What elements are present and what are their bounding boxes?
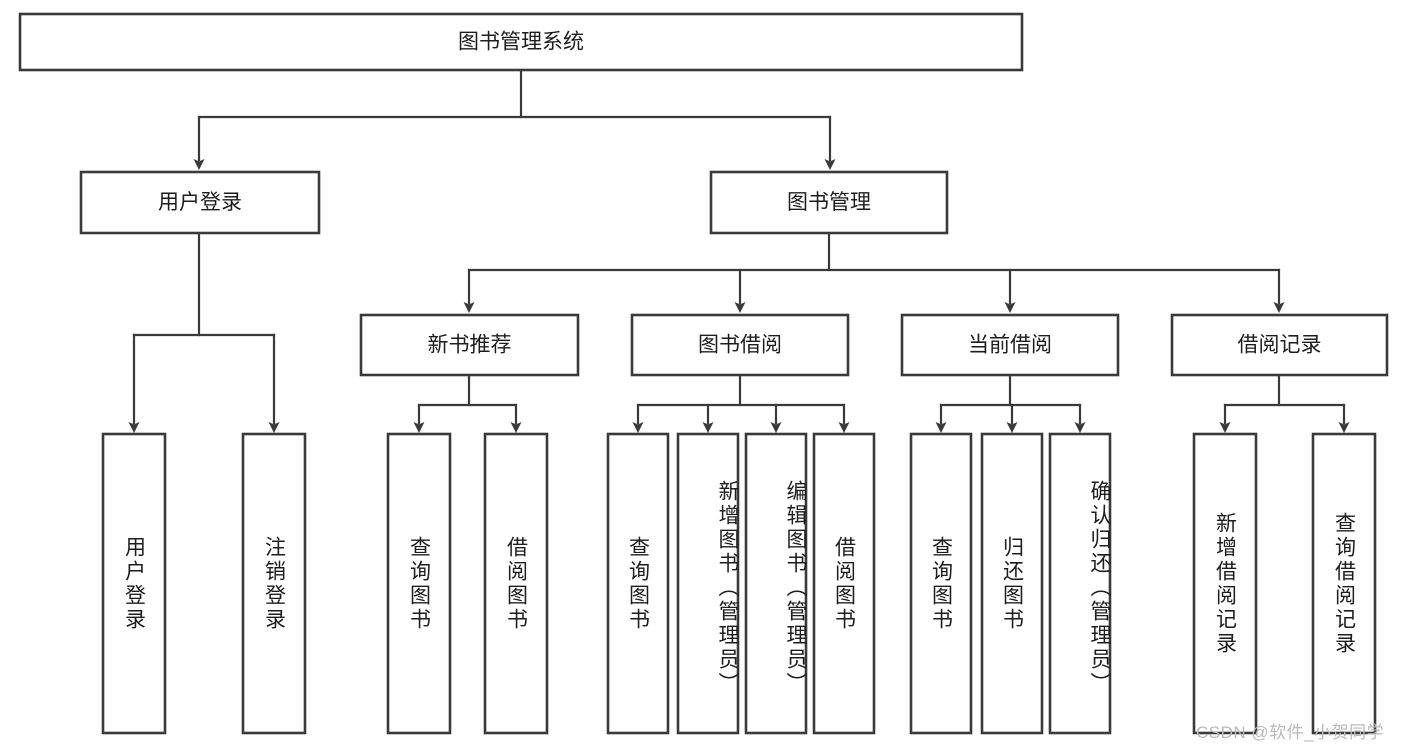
node-level2-0-box	[79, 170, 321, 235]
node-layer: 图书管理系统 用户登录 图书管理 新书推荐 图书借阅 当前借阅	[18, 12, 1389, 377]
node-level3-1-box	[630, 313, 850, 377]
watermark-text: CSDN @软件_小贺同学	[1196, 723, 1385, 742]
node-level3-3-label: 借阅记录	[1238, 334, 1322, 357]
leaf-node-7[interactable]	[812, 432, 876, 735]
leaf-node-10-box	[1048, 432, 1112, 735]
leaf-node-1-box	[241, 432, 307, 735]
node-root-label: 图书管理系统	[458, 31, 584, 54]
node-level3-3[interactable]: 借阅记录	[1170, 313, 1389, 377]
leaf-node-11-box	[1192, 432, 1258, 735]
leaf-node-6-box	[744, 432, 808, 735]
node-level3-1-label: 图书借阅	[698, 334, 782, 357]
leaf-node-4-box	[606, 432, 670, 735]
node-level3-1[interactable]: 图书借阅	[630, 313, 850, 377]
leaf-node-9[interactable]	[980, 432, 1044, 735]
leaf-node-7-box	[812, 432, 876, 735]
node-root[interactable]: 图书管理系统	[18, 12, 1024, 72]
node-level3-3-box	[1170, 313, 1389, 377]
node-level2-0-label: 用户登录	[158, 191, 242, 214]
leaf-node-layer	[101, 432, 1377, 735]
leaf-node-10[interactable]	[1048, 432, 1112, 735]
leaf-node-8-box	[909, 432, 973, 735]
leaf-node-4[interactable]	[606, 432, 670, 735]
leaf-node-2-box	[386, 432, 452, 735]
leaf-node-0-box	[101, 432, 167, 735]
node-level3-0-label: 新书推荐	[428, 334, 512, 357]
leaf-node-12[interactable]	[1311, 432, 1377, 735]
node-level2-1-box	[709, 170, 949, 235]
node-level3-0[interactable]: 新书推荐	[359, 313, 580, 377]
leaf-node-11[interactable]	[1192, 432, 1258, 735]
leaf-node-1[interactable]	[241, 432, 307, 735]
connector-layer	[128, 68, 1350, 433]
node-level3-0-box	[359, 313, 580, 377]
leaf-node-9-box	[980, 432, 1044, 735]
node-root-box	[18, 12, 1024, 72]
leaf-node-0[interactable]	[101, 432, 167, 735]
leaf-node-3-box	[483, 432, 549, 735]
node-level3-2-box	[900, 313, 1120, 377]
leaf-node-12-box	[1311, 432, 1377, 735]
node-level2-1-label: 图书管理	[787, 191, 871, 214]
leaf-node-5-box	[676, 432, 740, 735]
node-level2-1[interactable]: 图书管理	[709, 170, 949, 235]
node-level3-2-label: 当前借阅	[968, 334, 1052, 357]
leaf-node-2[interactable]	[386, 432, 452, 735]
leaf-node-3[interactable]	[483, 432, 549, 735]
leaf-node-5[interactable]	[676, 432, 740, 735]
node-level3-2[interactable]: 当前借阅	[900, 313, 1120, 377]
node-level2-0[interactable]: 用户登录	[79, 170, 321, 235]
leaf-node-6[interactable]	[744, 432, 808, 735]
leaf-node-8[interactable]	[909, 432, 973, 735]
